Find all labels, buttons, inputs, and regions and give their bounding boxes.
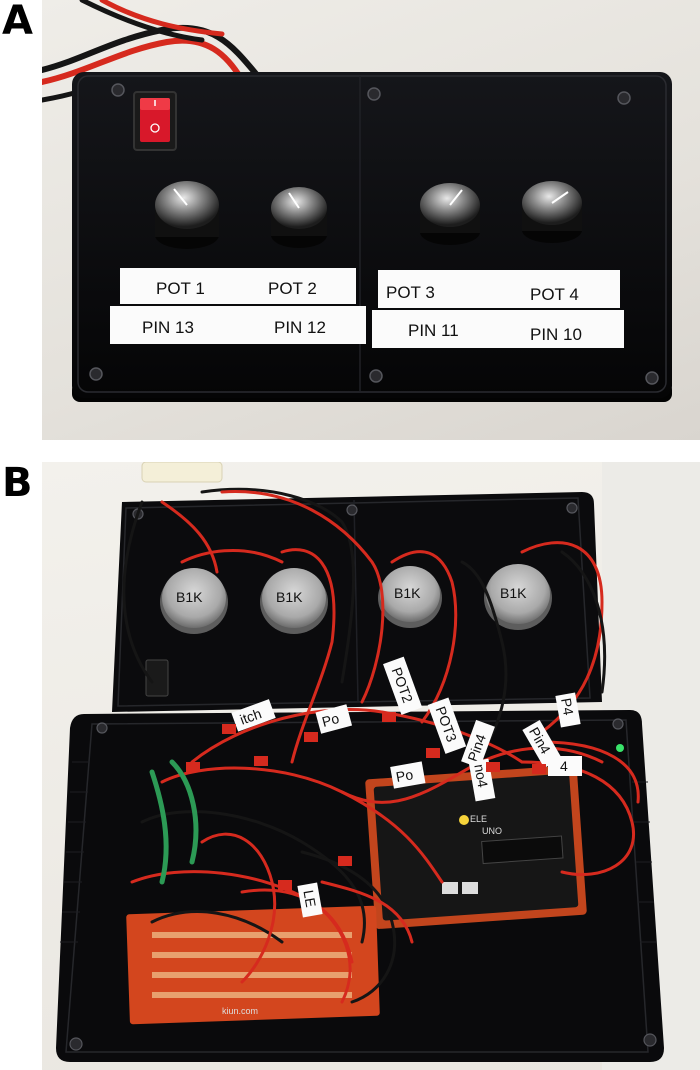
- label-strip-pot-right: POT 3 POT 4: [378, 270, 620, 308]
- label-strip-pin-right: PIN 11 PIN 10: [372, 310, 624, 348]
- label-strip-pot-left: POT 1 POT 2: [120, 268, 356, 304]
- label-pot-4: POT 4: [530, 285, 579, 304]
- label-pot-1: POT 1: [156, 279, 205, 298]
- tag-led: LE: [300, 889, 319, 909]
- label-strip-pin-left: PIN 13 PIN 12: [110, 306, 366, 344]
- pot-marking-2: B1K: [276, 589, 303, 605]
- power-switch[interactable]: [133, 91, 177, 151]
- knob-pot-1[interactable]: [155, 181, 219, 249]
- tag-4: 4: [560, 758, 568, 774]
- status-led: [616, 744, 624, 752]
- board-model: UNO: [482, 826, 502, 836]
- pot-marking-4: B1K: [500, 585, 527, 601]
- photo-closed-box: POT 1 POT 2 PIN 13 PIN 12 POT 3 POT 4 PI…: [42, 0, 700, 440]
- arduino-board: ELE UNO: [365, 765, 587, 929]
- potentiometer-1: B1K: [160, 568, 228, 634]
- tag-po-1: Po: [320, 710, 341, 730]
- label-pot-2: POT 2: [268, 279, 317, 298]
- power-connector: [141, 462, 223, 483]
- label-pin-11: PIN 11: [408, 321, 459, 340]
- knob-pot-4[interactable]: [522, 181, 582, 243]
- potentiometer-2: B1K: [260, 568, 328, 634]
- tag-po-2: Po: [395, 766, 415, 785]
- pot-marking-3: B1K: [394, 585, 421, 601]
- tag-switch: itch: [238, 705, 264, 727]
- panel-label-b: B: [2, 460, 33, 506]
- enclosure-lid: [112, 492, 602, 712]
- photo-open-box: B1K B1K B1K B1K: [42, 462, 700, 1070]
- proto-board: kiun.com: [126, 905, 380, 1025]
- board-brand: ELE: [470, 814, 487, 824]
- label-pin-13: PIN 13: [142, 318, 194, 337]
- pot-marking-1: B1K: [176, 589, 203, 605]
- label-pot-3: POT 3: [386, 283, 435, 302]
- tag-p4: P4: [558, 697, 577, 717]
- panel-label-a: A: [2, 0, 33, 44]
- potentiometer-4: B1K: [484, 564, 552, 630]
- proto-board-text: kiun.com: [222, 1006, 258, 1016]
- potentiometer-3: B1K: [378, 566, 442, 628]
- label-pin-12: PIN 12: [274, 318, 326, 337]
- knob-pot-3[interactable]: [420, 183, 480, 245]
- heat-shrink-bands: [186, 712, 546, 890]
- knob-pot-2[interactable]: [271, 187, 327, 248]
- label-pin-10: PIN 10: [530, 325, 582, 344]
- wire-tags: itch POT2 Po POT3 Po Pin4: [231, 656, 582, 918]
